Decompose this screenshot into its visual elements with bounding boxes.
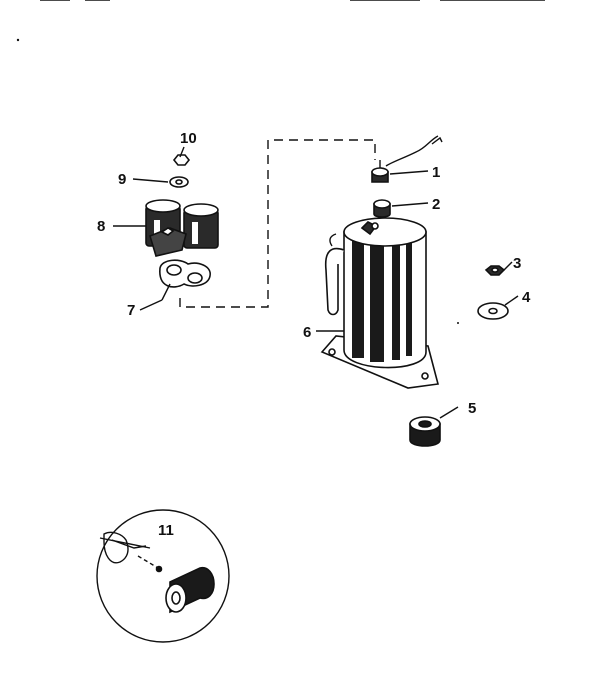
callout-10: 10 (180, 130, 197, 147)
part-7-gasket (159, 259, 211, 288)
callout-1: 1 (432, 164, 440, 181)
callout-9: 9 (118, 171, 126, 188)
part-4-washer (477, 302, 509, 320)
part-2-terminal-cover (373, 199, 391, 218)
part-9-washer (169, 176, 189, 188)
part-6-compressor (320, 217, 440, 389)
leader-lines (113, 146, 519, 419)
callout-5: 5 (468, 400, 476, 417)
speck (457, 322, 459, 324)
part-3-nut (484, 265, 506, 276)
part-10-nut (172, 154, 191, 166)
part-8-relay-assembly (145, 199, 219, 257)
part-1-overload-protector (371, 135, 443, 183)
callout-8: 8 (97, 218, 105, 235)
callout-11: 11 (158, 522, 174, 539)
callout-3: 3 (513, 255, 521, 272)
part-5-grommet (409, 416, 441, 447)
part-11-detail-inset (96, 509, 230, 643)
callout-7: 7 (127, 302, 135, 319)
callout-2: 2 (432, 196, 440, 213)
wire-dashed-connector (179, 139, 376, 308)
callout-4: 4 (522, 289, 531, 306)
speck (16, 38, 20, 42)
callout-6: 6 (303, 324, 311, 341)
